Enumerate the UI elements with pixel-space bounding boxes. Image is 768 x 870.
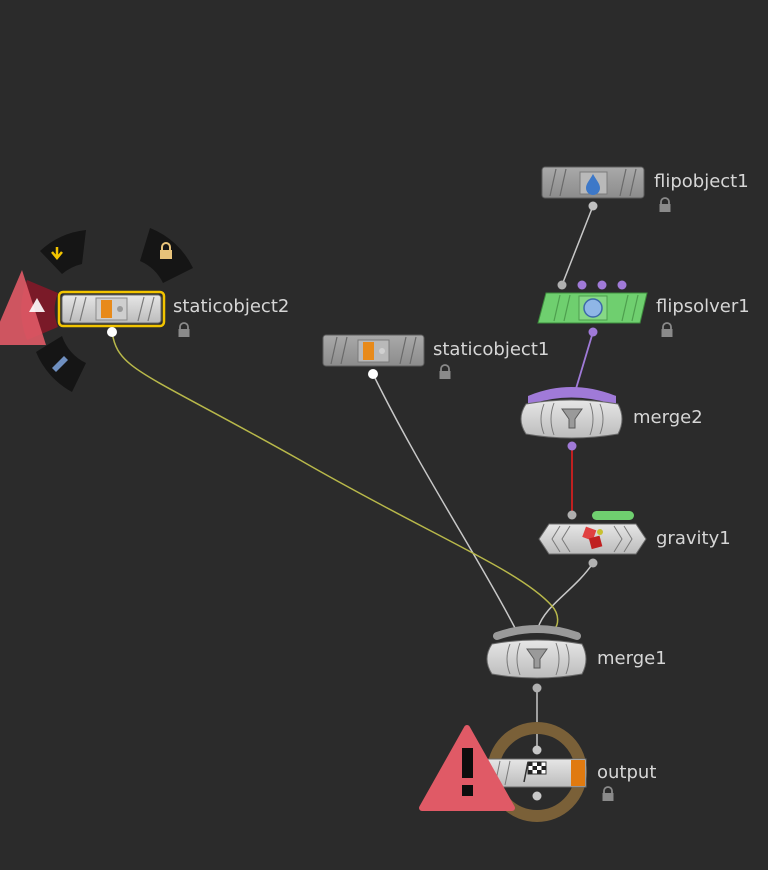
node-flipsolver1[interactable] xyxy=(537,280,648,337)
warning-icon[interactable] xyxy=(29,298,45,312)
node-staticobject2[interactable] xyxy=(57,290,166,337)
lock-icon[interactable] xyxy=(601,786,615,802)
node-merge1[interactable] xyxy=(486,625,587,693)
bypass-icon[interactable] xyxy=(52,356,68,372)
node-label-gravity1: gravity1 xyxy=(656,528,731,549)
node-label-merge2: merge2 xyxy=(633,407,703,428)
node-label-flipsolver1: flipsolver1 xyxy=(656,296,750,317)
lock-icon[interactable] xyxy=(160,242,172,259)
gravity-icon xyxy=(582,526,603,550)
wires xyxy=(111,205,594,750)
node-label-flipobject1: flipobject1 xyxy=(654,171,749,192)
lock-icon[interactable] xyxy=(177,322,191,338)
node-label-staticobject1: staticobject1 xyxy=(433,339,550,360)
static-object-icon xyxy=(101,300,123,318)
arrow-down-icon[interactable] xyxy=(51,247,63,260)
node-staticobject1[interactable] xyxy=(322,334,425,379)
static-object-icon xyxy=(363,342,385,360)
wire-gravity1-merge1[interactable] xyxy=(537,562,594,629)
node-label-staticobject2: staticobject2 xyxy=(173,296,290,317)
node-merge2[interactable] xyxy=(520,387,623,451)
lock-icon[interactable] xyxy=(660,322,674,338)
node-label-output: output xyxy=(597,762,657,783)
merge-funnel-icon xyxy=(561,408,583,429)
node-flipobject1[interactable] xyxy=(541,166,645,211)
water-drop-icon xyxy=(586,174,600,195)
wire-staticobject1-merge1[interactable] xyxy=(372,373,516,629)
lock-icon[interactable] xyxy=(438,364,452,380)
merge-funnel-icon xyxy=(526,648,548,669)
fluid-solver-icon xyxy=(583,298,603,318)
radial-menu[interactable] xyxy=(0,228,193,392)
node-gravity1[interactable] xyxy=(538,510,647,568)
checkered-flag-icon xyxy=(523,761,547,783)
wire-flipobject1-flipsolver1[interactable] xyxy=(561,205,594,286)
wire-staticobject2-merge1[interactable] xyxy=(111,331,559,629)
radial-menu-top-left[interactable] xyxy=(40,230,86,274)
lock-icon[interactable] xyxy=(658,197,672,213)
wire-flipsolver1-merge2[interactable] xyxy=(574,331,594,393)
node-label-merge1: merge1 xyxy=(597,648,667,669)
output-warning-icon[interactable] xyxy=(419,725,515,811)
